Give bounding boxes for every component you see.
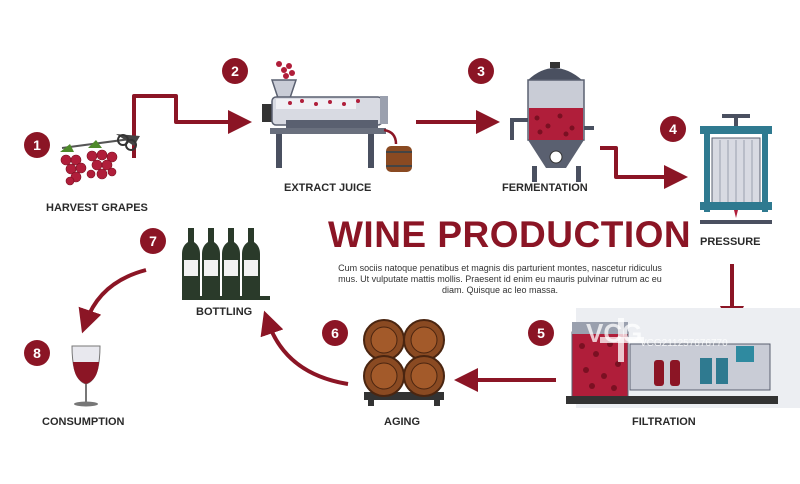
filtration-machine-icon xyxy=(566,308,800,408)
step-label-bottling: BOTTLING xyxy=(196,306,253,318)
arrow-3-to-4 xyxy=(600,146,688,189)
wine-press-icon xyxy=(700,114,772,224)
step-label-harvest: HARVEST GRAPES xyxy=(46,202,148,214)
fermentation-tank-icon xyxy=(510,62,594,182)
step-number: 1 xyxy=(24,132,50,158)
step-number: 4 xyxy=(660,116,686,142)
arrow-1-to-2 xyxy=(132,94,252,158)
page-title: WINE PRODUCTION xyxy=(328,214,692,255)
step-label-fermentation: FERMENTATION xyxy=(502,182,588,194)
flow-arrows xyxy=(78,94,744,392)
step-number: 7 xyxy=(140,228,166,254)
step-number: 6 xyxy=(322,320,348,346)
grape-press-machine-icon xyxy=(262,61,412,172)
barrels-icon xyxy=(363,319,445,406)
step-label-aging: AGING xyxy=(384,416,421,428)
step-number: 5 xyxy=(528,320,554,346)
step-label-extract: EXTRACT JUICE xyxy=(284,182,372,194)
step-number: 2 xyxy=(222,58,248,84)
step-label-filtration: FILTRATION xyxy=(632,416,696,428)
wine-glass-icon xyxy=(71,345,101,407)
description-text: Cum sociis natoque penatibus et magnis d… xyxy=(338,263,662,295)
watermark-brand: VCG xyxy=(586,318,643,348)
arrow-6-to-7 xyxy=(260,310,349,386)
watermark-logo-icon xyxy=(600,318,644,362)
grapes-with-shears-icon xyxy=(60,134,140,186)
step-label-pressure: PRESSURE xyxy=(700,236,761,248)
arrow-7-to-8 xyxy=(78,268,147,334)
watermark-id: VCG211257676770 xyxy=(640,338,728,349)
wine-bottles-icon xyxy=(182,228,270,300)
step-number: 8 xyxy=(24,340,50,366)
step-label-consumption: CONSUMPTION xyxy=(42,416,125,428)
step-number: 3 xyxy=(468,58,494,84)
